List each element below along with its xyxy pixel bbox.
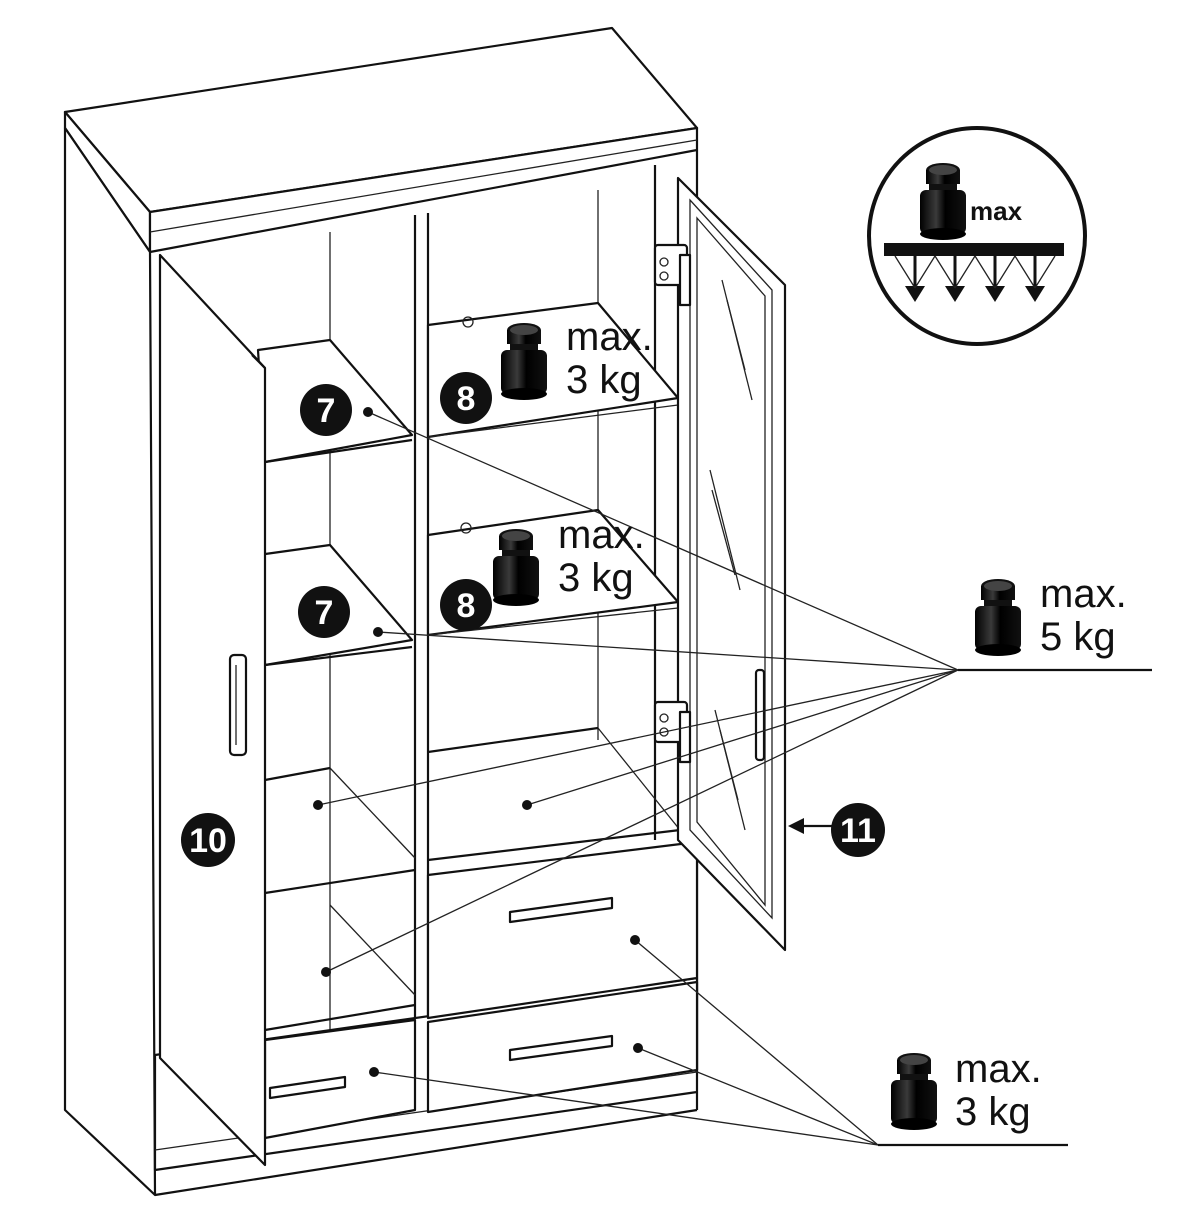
bottom-label-line1: max.: [955, 1047, 1042, 1091]
left-shelves: [256, 338, 416, 1032]
svg-text:8: 8: [457, 587, 476, 625]
drawers: [263, 840, 699, 1140]
svg-text:7: 7: [317, 392, 336, 430]
part-badge: 10: [181, 813, 235, 867]
shelf-mid-label-line2: 3 kg: [558, 556, 634, 600]
weight-icon: [493, 529, 539, 606]
svg-text:11: 11: [840, 812, 876, 850]
max-load-pictogram: max: [867, 126, 1087, 346]
left-door: [158, 253, 267, 1167]
weight-icon: [891, 1053, 937, 1130]
top-hinge-icon: [653, 243, 692, 307]
weight-icon: [920, 163, 966, 240]
part-badge: 8: [440, 579, 492, 631]
shelf-top-label-line2: 3 kg: [566, 358, 642, 402]
glass-door: [653, 176, 787, 952]
part-badge: 7: [300, 384, 352, 436]
svg-text:8: 8: [457, 380, 476, 418]
bottom-label-line2: 3 kg: [955, 1090, 1031, 1134]
max-icon-label: max: [970, 196, 1023, 226]
right-label-line2: 5 kg: [1040, 615, 1116, 659]
bottom-hinge-icon: [653, 700, 692, 764]
part-badge: 7: [298, 586, 350, 638]
arrow-down-icon: [894, 255, 1056, 302]
weight-icon: [501, 323, 547, 400]
leader-dots: [313, 407, 643, 1077]
shelf-top-label-line1: max.: [566, 315, 653, 359]
svg-text:7: 7: [315, 594, 334, 632]
part-badge: 8: [440, 372, 492, 424]
weight-icon: [975, 579, 1021, 656]
right-label-line1: max.: [1040, 572, 1127, 616]
part-badge: 11: [831, 803, 885, 857]
shelf-mid-label-line1: max.: [558, 513, 645, 557]
leader-lines: [317, 411, 1152, 1147]
svg-text:10: 10: [189, 822, 227, 860]
